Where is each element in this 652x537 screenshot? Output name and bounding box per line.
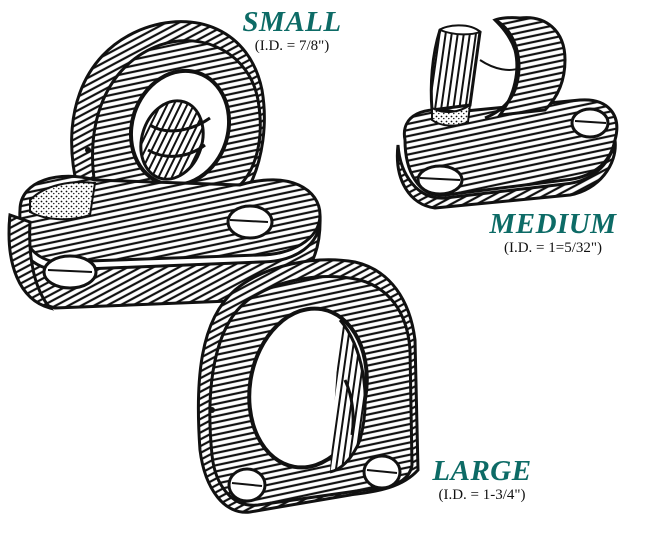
medium-inner-diameter: (I.D. = 1=5/32") bbox=[503, 240, 603, 256]
large-inner-diameter: (I.D. = 1-3/4") bbox=[438, 487, 526, 503]
large-bushing bbox=[196, 258, 420, 514]
label-medium: MEDIUM (I.D. = 1=5/32") bbox=[478, 210, 628, 256]
label-small: SMALL (I.D. = 7/8") bbox=[232, 8, 352, 54]
medium-bushing bbox=[395, 16, 619, 210]
label-large: LARGE (I.D. = 1-3/4") bbox=[406, 457, 558, 503]
large-size-name: LARGE bbox=[432, 455, 532, 487]
small-bushing bbox=[7, 20, 322, 311]
medium-size-name: MEDIUM bbox=[489, 208, 617, 240]
small-inner-diameter: (I.D. = 7/8") bbox=[254, 38, 330, 54]
small-size-name: SMALL bbox=[242, 6, 342, 38]
